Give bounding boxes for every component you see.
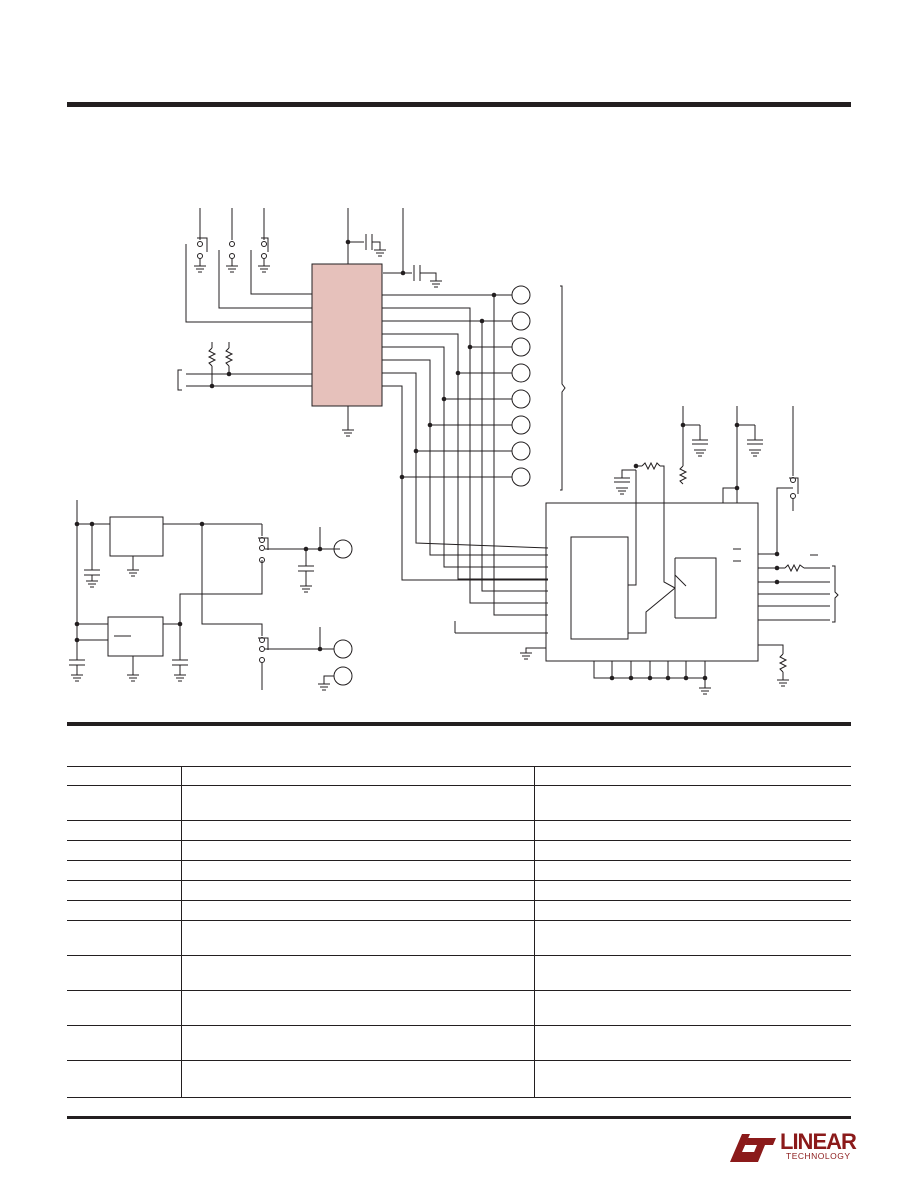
table-row	[67, 880, 851, 881]
table-row	[67, 1097, 851, 1098]
table-row	[67, 1060, 851, 1061]
table-row	[67, 860, 851, 861]
table-row	[67, 840, 851, 841]
table-row	[67, 785, 851, 786]
table-row	[67, 766, 851, 767]
lt-logo-icon	[730, 1134, 776, 1162]
table-column-divider	[534, 766, 535, 1097]
table-row	[67, 900, 851, 901]
schematic-diagram	[69, 208, 839, 695]
table-row	[67, 990, 851, 991]
table-row	[67, 920, 851, 921]
footer-rule	[67, 1116, 851, 1119]
logo-wordmark: LINEAR	[780, 1129, 857, 1154]
table-row	[67, 955, 851, 956]
brand-logo: LINEAR TECHNOLOGY	[728, 1128, 857, 1166]
table-row	[67, 1025, 851, 1026]
table-column-divider	[181, 766, 182, 1097]
table-row	[67, 820, 851, 821]
top-rule	[67, 102, 851, 107]
section-rule	[67, 722, 851, 726]
logo-subtitle: TECHNOLOGY	[786, 1151, 851, 1161]
main-ic	[311, 263, 383, 407]
